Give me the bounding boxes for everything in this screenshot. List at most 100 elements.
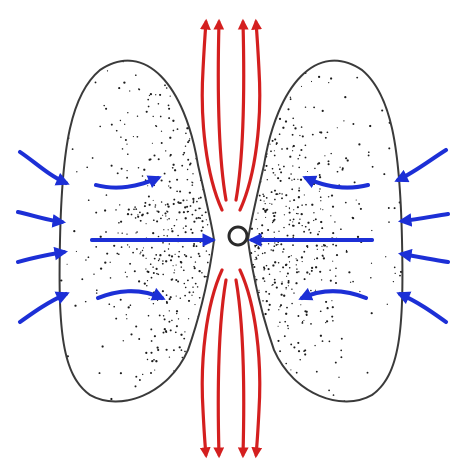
- stipple-dot: [147, 359, 148, 360]
- inflow-arrow-left-1: [20, 152, 66, 183]
- stipple-dot: [121, 246, 123, 248]
- stipple-dot: [159, 314, 161, 316]
- stipple-dot: [261, 232, 263, 234]
- stipple-dot: [290, 98, 292, 100]
- stipple-dot: [352, 281, 354, 283]
- stipple-dot: [251, 88, 253, 90]
- stipple-dot: [385, 256, 386, 257]
- stipple-dot: [292, 165, 293, 166]
- stipple-dot: [244, 179, 245, 180]
- stipple-dot: [200, 197, 202, 199]
- stipple-dot: [325, 301, 327, 303]
- stipple-dot: [208, 55, 209, 56]
- stipple-dot: [160, 71, 161, 72]
- stipple-dot: [285, 120, 287, 122]
- stipple-dot: [337, 127, 338, 128]
- stipple-dot: [320, 131, 322, 133]
- stipple-dot: [310, 232, 312, 234]
- stipple-dot: [297, 399, 299, 401]
- stipple-dot: [265, 165, 267, 167]
- stipple-dot: [297, 342, 299, 344]
- stipple-dot: [273, 219, 275, 221]
- stipple-dot: [168, 105, 170, 107]
- stipple-dot: [290, 343, 292, 345]
- stipple-dot: [280, 180, 282, 182]
- stipple-dot: [187, 159, 189, 161]
- stipple-dot: [278, 385, 280, 387]
- stipple-dot: [126, 177, 128, 179]
- stipple-dot: [161, 142, 163, 144]
- stipple-dot: [264, 201, 265, 202]
- stipple-dot: [154, 258, 156, 260]
- stipple-dot: [123, 340, 124, 341]
- stipple-dot: [143, 247, 144, 248]
- stipple-dot: [290, 97, 291, 98]
- stipple-dot: [211, 149, 213, 151]
- stipple-dot: [183, 80, 185, 82]
- stipple-dot: [165, 150, 166, 151]
- stipple-dot: [263, 195, 265, 197]
- stipple-dot: [265, 203, 266, 204]
- stipple-dot: [311, 81, 312, 82]
- stipple-dot: [265, 291, 267, 293]
- stipple-dot: [209, 115, 210, 116]
- stipple-dot: [194, 389, 195, 390]
- stipple-dot: [372, 166, 374, 168]
- stipple-dot: [152, 143, 153, 144]
- stipple-dot: [118, 87, 120, 89]
- stipple-dot: [164, 212, 166, 214]
- stipple-dot: [170, 96, 171, 97]
- stipple-dot: [193, 243, 195, 245]
- stipple-dot: [143, 169, 145, 171]
- stipple-dot: [250, 149, 251, 150]
- stipple-dot: [148, 315, 150, 317]
- stipple-dot: [198, 59, 200, 61]
- stipple-dot: [246, 254, 248, 256]
- stipple-dot: [174, 270, 175, 271]
- stipple-dot: [263, 367, 265, 369]
- stipple-dot: [161, 179, 163, 181]
- stipple-dot: [327, 307, 329, 309]
- stipple-dot: [254, 379, 256, 381]
- stipple-dot: [180, 202, 182, 204]
- stipple-dot: [184, 254, 186, 256]
- stipple-dot: [335, 362, 337, 364]
- stipple-dot: [274, 261, 276, 263]
- stipple-dot: [304, 353, 306, 355]
- stipple-dot: [169, 181, 171, 183]
- stipple-dot: [266, 197, 268, 199]
- stipple-dot: [176, 296, 177, 297]
- stipple-dot: [138, 89, 140, 91]
- stipple-dot: [137, 214, 138, 215]
- stipple-dot: [289, 212, 291, 214]
- stipple-dot: [121, 57, 123, 59]
- stipple-dot: [274, 155, 276, 157]
- stipple-dot: [205, 211, 207, 213]
- stipple-dot: [135, 232, 136, 233]
- stipple-dot: [250, 78, 251, 79]
- stipple-dot: [337, 171, 339, 173]
- stipple-dot: [301, 213, 303, 215]
- stipple-dot: [176, 310, 178, 312]
- stipple-dot: [173, 349, 175, 351]
- stipple-dot: [321, 246, 322, 247]
- stipple-dot: [73, 230, 75, 232]
- stipple-dot: [293, 346, 295, 348]
- stipple-dot: [167, 203, 169, 205]
- stipple-dot: [262, 237, 263, 238]
- stipple-dot: [130, 333, 132, 335]
- stipple-dot: [243, 264, 245, 266]
- stipple-dot: [270, 150, 272, 152]
- stipple-dot: [213, 334, 214, 335]
- stipple-dot: [85, 301, 87, 303]
- stipple-dot: [146, 285, 147, 286]
- stipple-dot: [157, 210, 159, 212]
- stipple-dot: [299, 187, 300, 188]
- stipple-dot: [198, 389, 200, 391]
- stipple-dot: [208, 185, 210, 187]
- stipple-dot: [93, 274, 94, 275]
- stipple-dot: [328, 390, 330, 392]
- stipple-dot: [171, 255, 173, 257]
- stipple-dot: [210, 75, 211, 76]
- stipple-dot: [263, 344, 265, 346]
